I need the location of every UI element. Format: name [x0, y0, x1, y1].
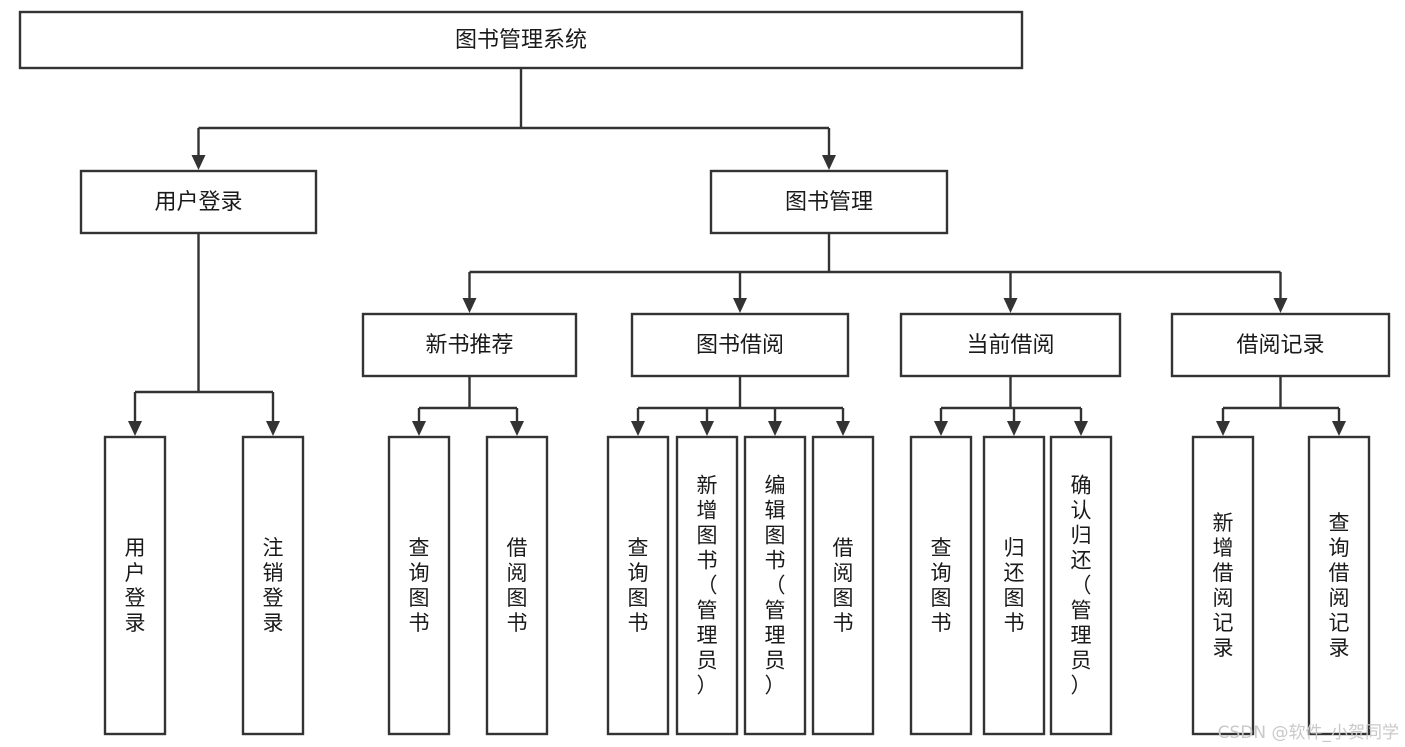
level3-node-2-box — [899, 312, 1122, 378]
arrow-head-icon — [822, 155, 836, 170]
level2-node-0-label: 用户登录 — [154, 190, 242, 215]
arrow-head-icon — [768, 421, 782, 436]
arrow-head-icon — [836, 421, 850, 436]
leaf-node-3-box — [485, 435, 549, 736]
level3-node-1-label: 图书借阅 — [696, 333, 784, 358]
leaf-node-12-label: 查询借阅记录 — [1329, 511, 1350, 660]
leaf-node-8-box — [909, 435, 973, 736]
leaf-node-0[interactable]: 用户登录 — [103, 435, 167, 736]
watermark-text: CSDN @软件_小贺同学 — [1217, 723, 1399, 743]
arrow-head-icon — [1003, 298, 1018, 313]
leaf-node-6-box — [743, 435, 807, 736]
leaf-node-12[interactable]: 查询借阅记录 — [1307, 435, 1371, 736]
level2-node-1-box — [709, 169, 949, 235]
level3-node-2[interactable]: 当前借阅 — [899, 312, 1122, 378]
leaf-node-5-label: 新增图书（管理员） — [697, 474, 718, 698]
level2-node-0[interactable]: 用户登录 — [79, 169, 318, 235]
leaf-node-3-label: 借阅图书 — [507, 536, 528, 635]
arrow-head-icon — [700, 421, 714, 436]
leaf-node-7-label: 借阅图书 — [833, 536, 854, 635]
leaf-node-4-box — [606, 435, 670, 736]
leaf-node-9[interactable]: 归还图书 — [982, 435, 1046, 736]
level3-node-1-box — [630, 312, 850, 378]
level3-node-3[interactable]: 借阅记录 — [1170, 312, 1391, 378]
leaf-node-7[interactable]: 借阅图书 — [811, 435, 875, 736]
leaf-node-1-label: 注销登录 — [263, 536, 284, 635]
leaf-node-7-box — [811, 435, 875, 736]
level2-node-1-label: 图书管理 — [785, 190, 873, 215]
leaf-node-2-label: 查询图书 — [409, 536, 430, 635]
root-node-book-management-system[interactable]: 图书管理系统 — [18, 10, 1024, 70]
connector-layer — [128, 68, 1346, 436]
leaf-node-11-label: 新增借阅记录 — [1213, 511, 1234, 660]
leaf-node-6[interactable]: 编辑图书（管理员） — [743, 435, 807, 736]
root-node-book-management-system-label: 图书管理系统 — [455, 28, 587, 53]
leaf-node-4[interactable]: 查询图书 — [606, 435, 670, 736]
leaf-node-5[interactable]: 新增图书（管理员） — [675, 435, 739, 736]
leaf-node-6-label: 编辑图书（管理员） — [765, 474, 786, 698]
arrow-head-icon — [266, 421, 280, 436]
level3-node-2-label: 当前借阅 — [966, 333, 1054, 358]
leaf-node-2[interactable]: 查询图书 — [387, 435, 451, 736]
leaf-node-0-label: 用户登录 — [125, 536, 146, 635]
node-layer: 图书管理系统用户登录图书管理新书推荐图书借阅当前借阅借阅记录用户登录注销登录查询… — [18, 10, 1391, 736]
level3-node-3-label: 借阅记录 — [1236, 333, 1324, 358]
leaf-node-8-label: 查询图书 — [931, 536, 952, 635]
leaf-node-9-label: 归还图书 — [1004, 536, 1025, 635]
level3-node-3-box — [1170, 312, 1391, 378]
leaf-node-5-box — [675, 435, 739, 736]
arrow-head-icon — [1074, 421, 1088, 436]
leaf-node-11-box — [1191, 435, 1255, 736]
level3-node-0-box — [361, 312, 578, 378]
arrow-head-icon — [412, 421, 426, 436]
leaf-node-3[interactable]: 借阅图书 — [485, 435, 549, 736]
arrow-head-icon — [191, 155, 206, 170]
leaf-node-8[interactable]: 查询图书 — [909, 435, 973, 736]
root-node-book-management-system-box — [18, 10, 1024, 70]
leaf-node-11[interactable]: 新增借阅记录 — [1191, 435, 1255, 736]
leaf-node-10-box — [1049, 435, 1113, 736]
leaf-node-2-box — [387, 435, 451, 736]
leaf-node-0-box — [103, 435, 167, 736]
level3-node-1[interactable]: 图书借阅 — [630, 312, 850, 378]
arrow-head-icon — [934, 421, 948, 436]
leaf-node-10[interactable]: 确认归还（管理员） — [1049, 435, 1113, 736]
level3-node-0-label: 新书推荐 — [425, 333, 513, 358]
level2-node-1[interactable]: 图书管理 — [709, 169, 949, 235]
arrow-head-icon — [733, 298, 747, 313]
arrow-head-icon — [631, 421, 645, 436]
leaf-node-10-label: 确认归还（管理员） — [1071, 474, 1092, 698]
level2-node-0-box — [79, 169, 318, 235]
leaf-node-9-box — [982, 435, 1046, 736]
arrow-head-icon — [462, 298, 477, 313]
arrow-head-icon — [1216, 421, 1230, 436]
arrow-head-icon — [510, 421, 524, 436]
leaf-node-1-box — [241, 435, 305, 736]
level3-node-0[interactable]: 新书推荐 — [361, 312, 578, 378]
arrow-head-icon — [1007, 421, 1021, 436]
arrow-head-icon — [128, 421, 142, 436]
arrow-head-icon — [1332, 421, 1346, 436]
leaf-node-4-label: 查询图书 — [628, 536, 649, 635]
leaf-node-1[interactable]: 注销登录 — [241, 435, 305, 736]
arrow-head-icon — [1273, 298, 1288, 313]
leaf-node-12-box — [1307, 435, 1371, 736]
